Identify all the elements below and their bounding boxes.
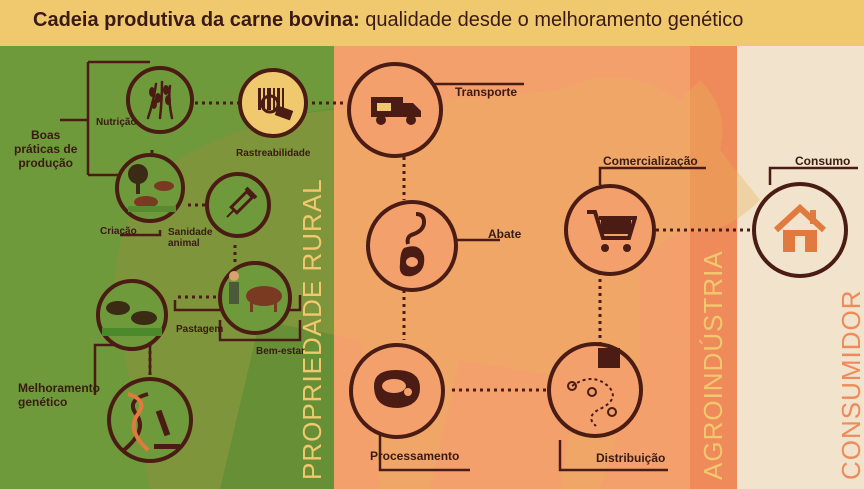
boas-line-2: práticas de xyxy=(14,142,78,156)
sanidade-line-1: Sanidade xyxy=(168,227,213,238)
label-pastagem: Pastagem xyxy=(176,324,224,335)
label-melhoramento: Melhoramento genético xyxy=(18,381,100,409)
label-bem-estar: Bem-estar xyxy=(256,346,305,357)
farmer-cow-icon xyxy=(229,271,282,312)
section-label-agro: AGROINDÚSTRIA xyxy=(698,250,728,480)
syringe-icon xyxy=(226,186,258,218)
label-boas-praticas: Boas práticas de produção xyxy=(14,128,77,170)
melhoramento-line-1: Melhoramento xyxy=(18,381,101,395)
abate-circle xyxy=(366,200,458,292)
steak-icon xyxy=(374,370,420,408)
header-bar: Cadeia produtiva da carne bovina: qualid… xyxy=(0,0,864,46)
melhoramento-circle xyxy=(107,377,193,463)
label-distribuicao: Distribuição xyxy=(596,451,666,465)
barcode-scanner-icon xyxy=(258,88,294,121)
cows-grazing-icon xyxy=(102,301,162,336)
tree-cattle-icon xyxy=(128,164,176,212)
melhoramento-line-2: genético xyxy=(18,395,68,409)
delivery-route-icon xyxy=(567,348,620,427)
section-label-rural: PROPRIEDADE RURAL xyxy=(297,178,327,480)
agroindustry-label-band xyxy=(690,46,737,489)
sanidade-line-2: animal xyxy=(168,238,200,249)
label-processamento: Processamento xyxy=(370,449,460,463)
label-sanidade: Sanidade animal xyxy=(168,227,212,249)
wheat-icon xyxy=(146,80,174,120)
section-label-consumer: CONSUMIDOR xyxy=(836,289,864,480)
label-consumo: Consumo xyxy=(795,154,851,168)
boas-line-3: produção xyxy=(18,156,74,170)
label-criacao: Criação xyxy=(100,226,137,237)
house-icon xyxy=(773,204,827,252)
dna-microscope-icon xyxy=(122,392,180,452)
label-comercializacao: Comercialização xyxy=(603,154,698,168)
label-rastreabilidade: Rastreabilidade xyxy=(236,148,311,159)
title-rest: qualidade desde o melhoramento genético xyxy=(359,9,744,31)
page-title: Cadeia produtiva da carne bovina: qualid… xyxy=(33,9,743,32)
label-nutricao: Nutrição xyxy=(96,117,137,128)
hook-meat-icon xyxy=(399,212,427,277)
label-abate: Abate xyxy=(488,227,522,241)
boas-line-1: Boas xyxy=(31,128,61,142)
title-bold: Cadeia produtiva da carne bovina: xyxy=(33,9,360,31)
cart-icon xyxy=(587,210,637,252)
sanidade-circle xyxy=(205,172,271,238)
truck-icon xyxy=(371,97,421,125)
label-transporte: Transporte xyxy=(455,85,518,99)
